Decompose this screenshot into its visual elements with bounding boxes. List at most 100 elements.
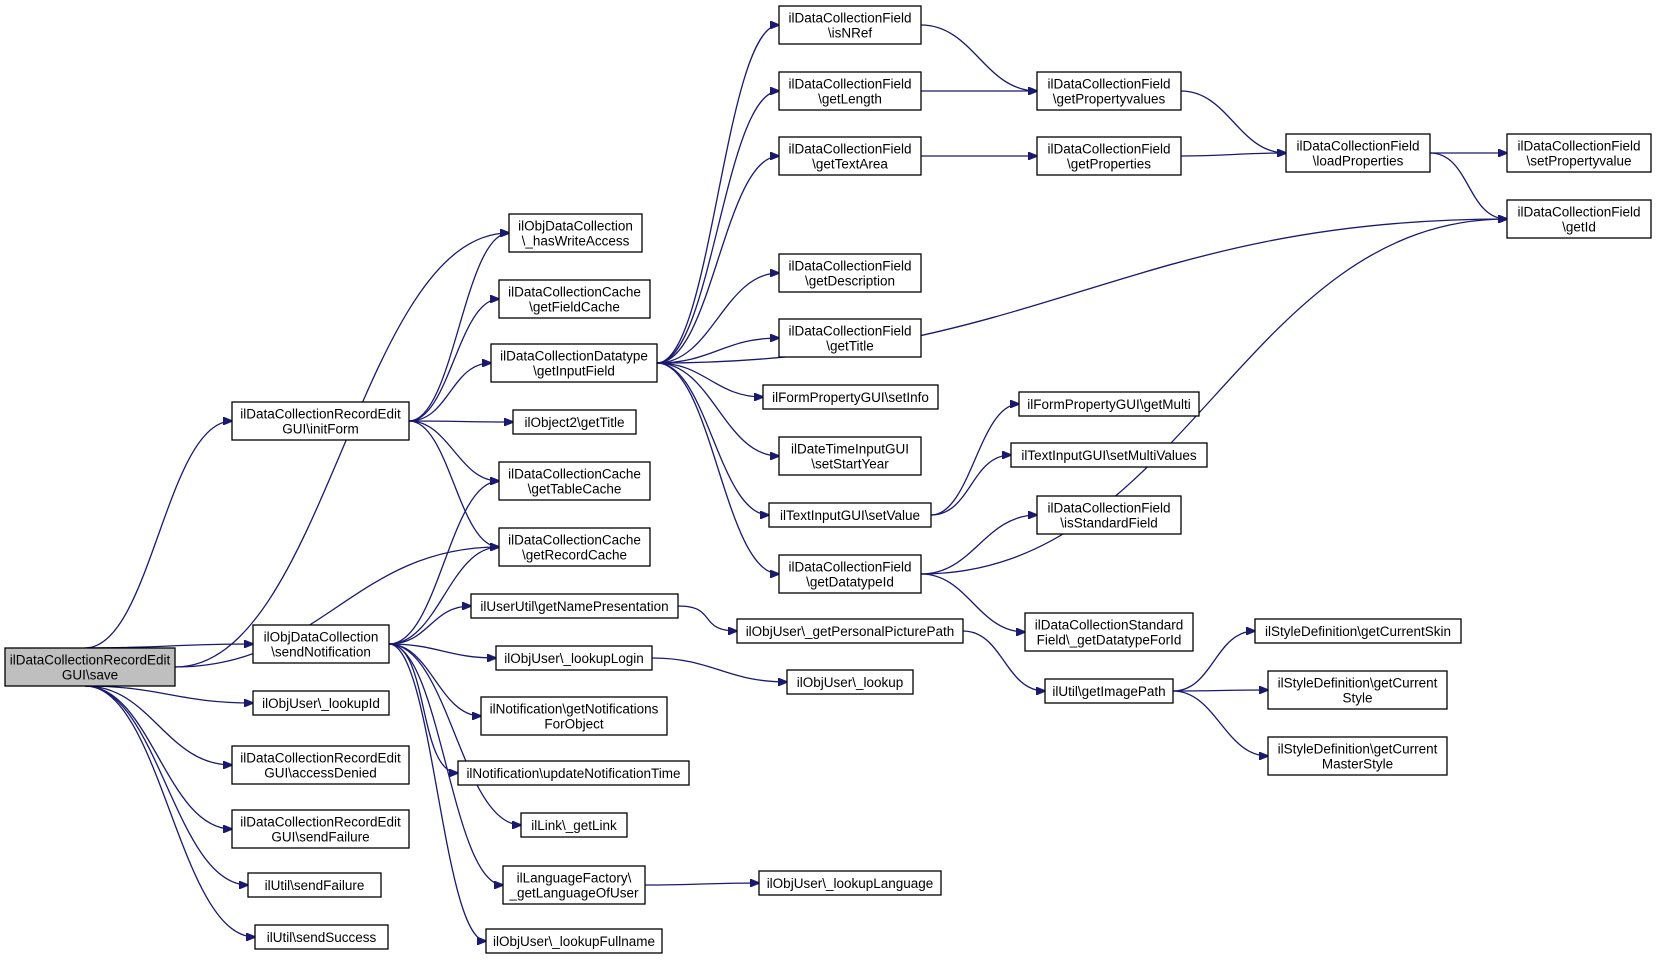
node-setMultiValues[interactable]: ilTextInputGUI\setMultiValues	[1010, 442, 1208, 468]
edge-getInputField-to-getTextArea	[656, 156, 779, 364]
node-label: \getLength	[818, 92, 882, 107]
node-getLanguageOfUser[interactable]: ilLanguageFactory\_getLanguageOfUser	[502, 865, 646, 905]
node-label: GUI\sendFailure	[271, 830, 369, 845]
edge-sendNotification-to-lookupFullname	[388, 643, 486, 941]
node-label: ForObject	[544, 717, 604, 732]
node-getMulti[interactable]: ilFormPropertyGUI\getMulti	[1018, 391, 1200, 417]
node-label: ilNotification\getNotifications	[490, 702, 659, 717]
node-getId[interactable]: ilDataCollectionField\getId	[1506, 199, 1652, 239]
node-getDatatypeForId[interactable]: ilDataCollectionStandardField\_getDataty…	[1024, 612, 1194, 652]
node-getProperties[interactable]: ilDataCollectionField\getProperties	[1036, 136, 1182, 176]
node-box	[4, 647, 176, 687]
edge-getInputField-to-getDatatypeId	[656, 362, 779, 574]
node-getTextArea[interactable]: ilDataCollectionField\getTextArea	[778, 136, 922, 176]
node-label: ilDataCollectionField	[1047, 142, 1170, 157]
node-box	[490, 343, 658, 383]
node-sendFailureGUI[interactable]: ilDataCollectionRecordEditGUI\sendFailur…	[231, 809, 410, 849]
node-getDatatypeId[interactable]: ilDataCollectionField\getDatatypeId	[778, 554, 922, 594]
node-label: \getInputField	[533, 364, 615, 379]
node-lookup[interactable]: ilObjUser\_lookup	[786, 669, 914, 695]
node-label: ilDataCollectionField	[1517, 139, 1640, 154]
node-box	[1506, 133, 1652, 173]
node-label: ilObjUser\_lookupLanguage	[767, 876, 934, 891]
node-label: \getPropertyvalues	[1053, 92, 1166, 107]
node-lookupId[interactable]: ilObjUser\_lookupId	[252, 690, 390, 716]
node-lookupLanguage[interactable]: ilObjUser\_lookupLanguage	[758, 870, 942, 896]
node-label: ilUserUtil\getNamePresentation	[480, 599, 668, 614]
edge-getDatatypeId-to-getId	[920, 219, 1507, 575]
node-getTableCache[interactable]: ilDataCollectionCache\getTableCache	[498, 461, 651, 501]
node-getCurrentSkin[interactable]: ilStyleDefinition\getCurrentSkin	[1254, 618, 1462, 644]
node-box	[485, 928, 663, 954]
node-getLength[interactable]: ilDataCollectionField\getLength	[778, 71, 922, 111]
node-updateNotificationTime[interactable]: ilNotification\updateNotificationTime	[457, 760, 690, 786]
node-fieldGetTitle[interactable]: ilDataCollectionField\getTitle	[778, 318, 922, 358]
node-label: \setPropertyvalue	[1526, 154, 1631, 169]
node-loadProperties[interactable]: ilDataCollectionField\loadProperties	[1285, 133, 1431, 173]
node-utilSendSuccess[interactable]: ilUtil\sendSuccess	[254, 924, 389, 950]
node-box	[1024, 612, 1194, 652]
node-box	[1267, 736, 1448, 776]
node-getNamePresentation[interactable]: ilUserUtil\getNamePresentation	[470, 593, 679, 619]
node-getPropertyvalues[interactable]: ilDataCollectionField\getPropertyvalues	[1036, 71, 1182, 111]
edge-setValue-to-setMultiValues	[930, 455, 1011, 516]
node-box	[498, 461, 651, 501]
edge-getLanguageOfUser-to-lookupLanguage	[644, 883, 759, 885]
edge-save-to-hasWriteAccess	[174, 233, 509, 668]
node-label: GUI\initForm	[282, 422, 359, 437]
node-getLink[interactable]: ilLink\_getLink	[520, 812, 628, 838]
node-label: ilDateTimeInputGUI	[791, 442, 909, 457]
node-label: \getProperties	[1067, 157, 1151, 172]
node-label: ilDataCollectionField	[788, 324, 911, 339]
node-box	[778, 71, 922, 111]
node-label: ilTextInputGUI\setValue	[780, 508, 920, 523]
node-box	[1010, 442, 1208, 468]
node-getDescription[interactable]: ilDataCollectionField\getDescription	[778, 253, 922, 293]
node-setInfo[interactable]: ilFormPropertyGUI\setInfo	[762, 384, 939, 410]
node-box	[252, 624, 390, 664]
node-lookupFullname[interactable]: ilObjUser\_lookupFullname	[485, 928, 663, 954]
node-obj2GetTitle[interactable]: ilObject2\getTitle	[512, 409, 637, 435]
node-setStartYear[interactable]: ilDateTimeInputGUI\setStartYear	[778, 436, 922, 476]
edge-initForm-to-getRecordCache	[408, 420, 499, 547]
node-label: ilStyleDefinition\getCurrent	[1278, 676, 1438, 691]
node-sendNotification[interactable]: ilObjDataCollection\sendNotification	[252, 624, 390, 664]
node-box	[1018, 391, 1200, 417]
node-getFieldCache[interactable]: ilDataCollectionCache\getFieldCache	[498, 279, 651, 319]
node-box	[498, 279, 651, 319]
node-label: Field\_getDatatypeForId	[1037, 633, 1182, 648]
node-hasWriteAccess[interactable]: ilObjDataCollection\_hasWriteAccess	[508, 213, 643, 253]
edge-getInputField-to-fieldGetTitle	[656, 338, 779, 364]
node-getRecordCache[interactable]: ilDataCollectionCache\getRecordCache	[498, 527, 651, 567]
node-lookupLogin[interactable]: ilObjUser\_lookupLogin	[495, 645, 653, 671]
node-utilSendFailure[interactable]: ilUtil\sendFailure	[247, 872, 382, 898]
node-accessDenied[interactable]: ilDataCollectionRecordEditGUI\accessDeni…	[231, 745, 410, 785]
node-label: ilNotification\updateNotificationTime	[466, 766, 680, 781]
node-box	[520, 812, 628, 838]
node-label: ilUtil\sendSuccess	[267, 930, 377, 945]
node-isStandardField[interactable]: ilDataCollectionField\isStandardField	[1036, 495, 1182, 535]
node-box	[508, 213, 643, 253]
node-box	[778, 318, 922, 358]
node-label: \isNRef	[828, 26, 873, 41]
node-label: ilDataCollectionRecordEdit	[240, 751, 401, 766]
node-label: ilObject2\getTitle	[524, 415, 624, 430]
node-getImagePath[interactable]: ilUtil\getImagePath	[1044, 678, 1174, 704]
node-box	[1506, 199, 1652, 239]
node-label: ilDataCollectionField	[788, 142, 911, 157]
node-setPropertyvalue[interactable]: ilDataCollectionField\setPropertyvalue	[1506, 133, 1652, 173]
node-getInputField[interactable]: ilDataCollectionDatatype\getInputField	[490, 343, 658, 383]
node-box	[457, 760, 690, 786]
node-label: \getTitle	[826, 339, 874, 354]
edge-save-to-utilSendSuccess	[84, 685, 255, 937]
node-isNRef[interactable]: ilDataCollectionField\isNRef	[778, 5, 922, 45]
node-getPersonalPicturePath[interactable]: ilObjUser\_getPersonalPicturePath	[736, 618, 964, 644]
node-setValue[interactable]: ilTextInputGUI\setValue	[768, 502, 932, 528]
edge-getPersonalPicturePath-to-getImagePath	[962, 630, 1045, 691]
